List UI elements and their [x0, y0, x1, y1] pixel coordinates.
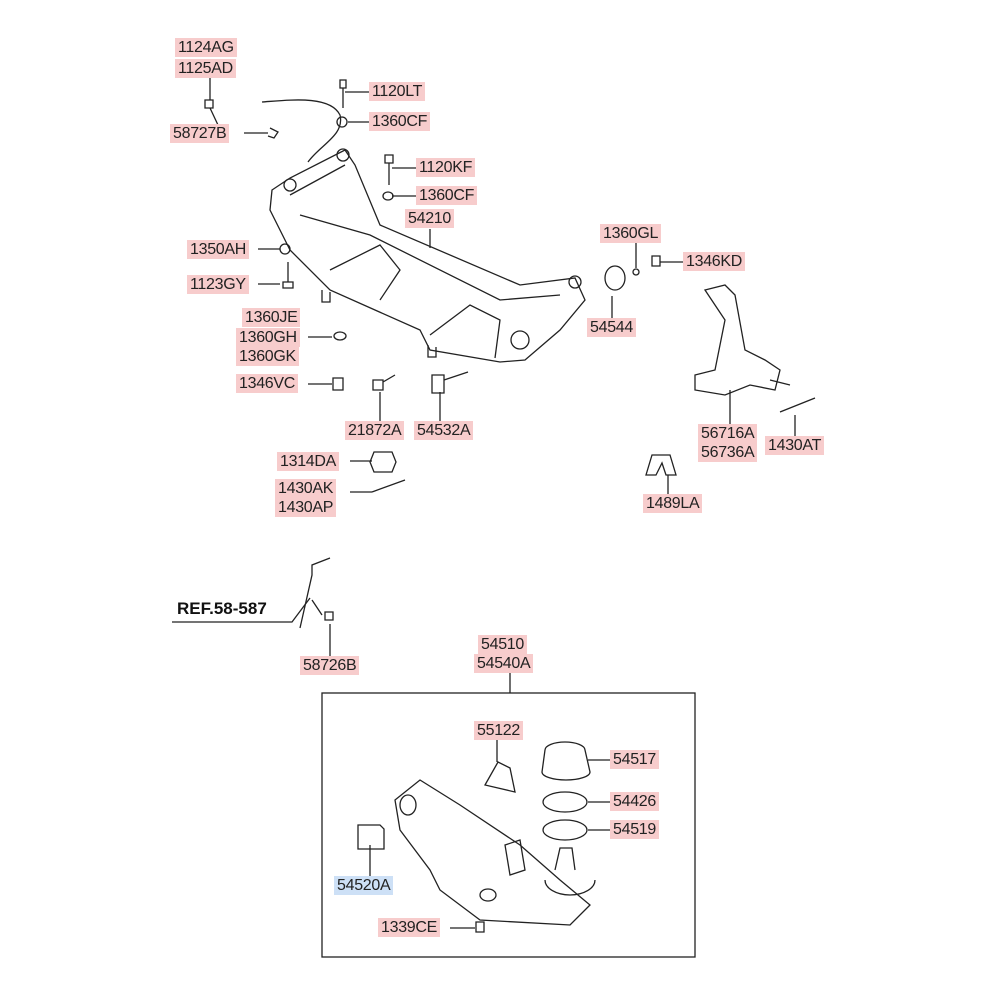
- crossmember-54210: [269, 148, 586, 363]
- part-label[interactable]: 54519: [610, 820, 659, 839]
- part-label[interactable]: 54544: [587, 318, 636, 337]
- part-label[interactable]: 1430AT: [765, 436, 825, 455]
- part-label[interactable]: 1430AK: [275, 479, 337, 498]
- part-label[interactable]: 58726B: [300, 656, 360, 675]
- part-label[interactable]: 1489LA: [643, 494, 703, 513]
- part-label[interactable]: 54540A: [474, 654, 534, 673]
- leader-lines: [172, 78, 796, 929]
- part-label[interactable]: 21872A: [345, 421, 405, 440]
- part-label[interactable]: 1346VC: [236, 374, 299, 393]
- part-label[interactable]: 1314DA: [277, 452, 340, 471]
- part-label[interactable]: 1120LT: [369, 82, 426, 101]
- part-label[interactable]: 1360CF: [369, 112, 431, 131]
- part-label[interactable]: 56716A: [698, 424, 758, 443]
- part-label[interactable]: 1360CF: [416, 186, 478, 205]
- part-label[interactable]: 1339CE: [378, 918, 441, 937]
- part-label[interactable]: 1360GK: [236, 347, 299, 366]
- part-label[interactable]: 1125AD: [175, 59, 236, 78]
- part-label-highlighted[interactable]: 54520A: [334, 876, 394, 895]
- brake-hose: [261, 99, 342, 163]
- part-label[interactable]: 54510: [478, 635, 527, 654]
- lower-arm-group-box: [321, 692, 696, 958]
- part-label[interactable]: 1350AH: [187, 240, 250, 259]
- part-label[interactable]: 1124AG: [175, 38, 237, 57]
- hardware: [204, 79, 816, 621]
- part-label[interactable]: 1430AP: [275, 498, 337, 517]
- part-label[interactable]: 1360GL: [600, 224, 662, 243]
- part-label[interactable]: 1120KF: [416, 158, 476, 177]
- steering-knuckle: [694, 284, 791, 396]
- brake-hose-ref: [299, 557, 331, 629]
- lower-arm-54510: [357, 741, 596, 933]
- part-label[interactable]: 1123GY: [187, 275, 249, 294]
- part-label[interactable]: 58727B: [170, 124, 230, 143]
- part-label[interactable]: 54517: [610, 750, 659, 769]
- part-label[interactable]: 1346KD: [683, 252, 746, 271]
- part-label[interactable]: 55122: [474, 721, 523, 740]
- reference-label[interactable]: REF.58-587: [177, 599, 267, 618]
- part-label[interactable]: 56736A: [698, 443, 758, 462]
- part-label[interactable]: 54532A: [414, 421, 474, 440]
- part-label[interactable]: 1360JE: [242, 308, 301, 327]
- part-label[interactable]: 54426: [610, 792, 659, 811]
- part-label[interactable]: 54210: [405, 209, 454, 228]
- part-label[interactable]: 1360GH: [236, 328, 300, 347]
